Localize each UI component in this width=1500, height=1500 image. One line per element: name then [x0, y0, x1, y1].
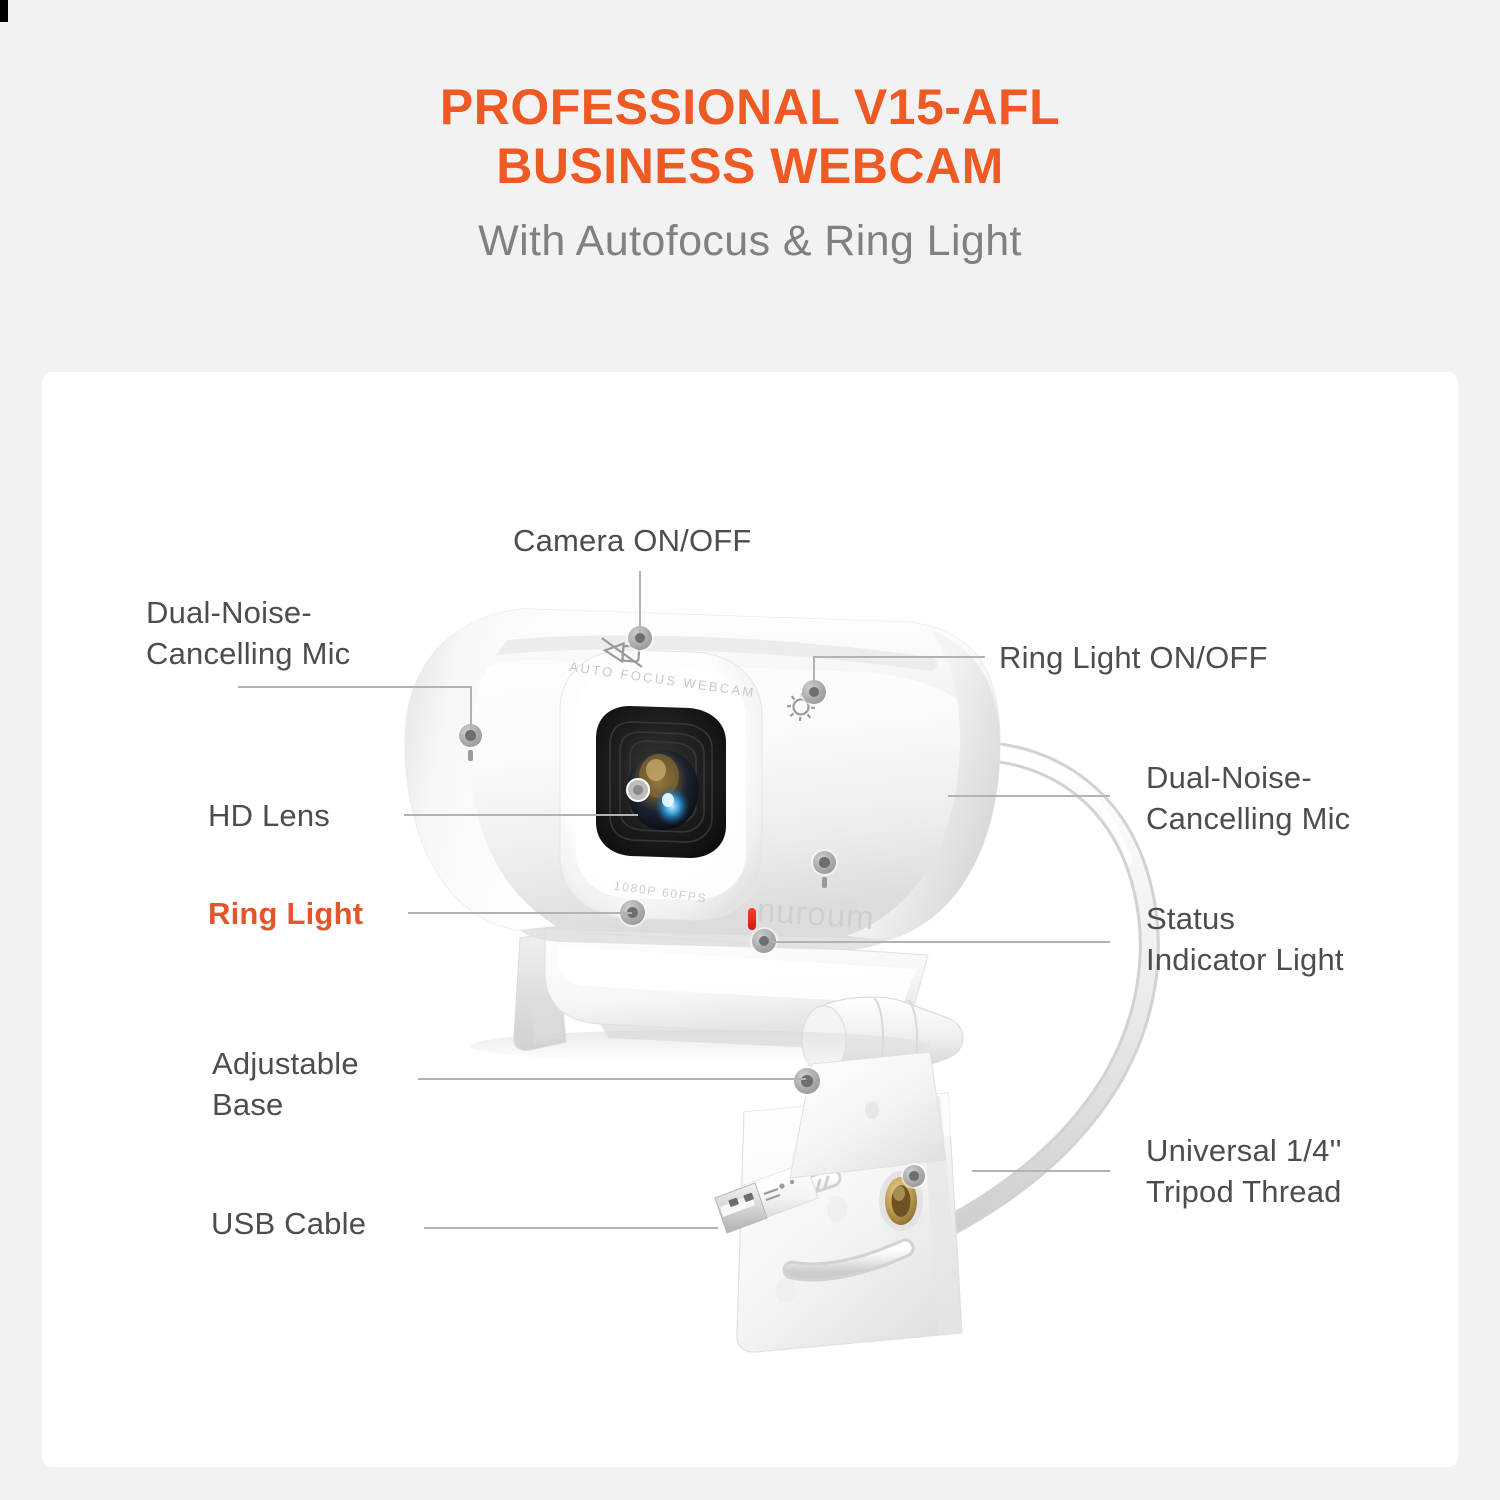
callout-ring-light-on-off: Ring Light ON/OFF	[999, 640, 1268, 675]
title-line-1: PROFESSIONAL V15-AFL	[439, 79, 1061, 135]
mic-hole-left	[459, 724, 482, 747]
leader-dual-mic-left-v	[470, 686, 472, 730]
page-title: PROFESSIONAL V15-AFL BUSINESS WEBCAM	[440, 78, 1060, 195]
leader-dual-mic-right	[948, 795, 1110, 797]
leader-camera-on-off	[639, 571, 641, 633]
leader-ring-light-on-off-h	[813, 656, 985, 658]
leader-ring-light	[408, 912, 632, 914]
base-hinge-pivot	[794, 1068, 820, 1094]
callout-status-indicator: Status Indicator Light	[1146, 901, 1344, 978]
leader-adjustable-base	[418, 1078, 806, 1080]
callout-adjustable-base: Adjustable Base	[212, 1046, 359, 1123]
leader-hd-lens	[404, 814, 638, 816]
leader-dual-mic-left-h	[238, 686, 472, 688]
page-header: PROFESSIONAL V15-AFL BUSINESS WEBCAM Wit…	[0, 0, 1500, 372]
tripod-thread-point	[903, 1165, 925, 1187]
mic-slit-left	[468, 750, 473, 761]
callout-tripod-thread: Universal 1/4'' Tripod Thread	[1146, 1133, 1342, 1210]
leader-status-indicator	[772, 941, 1110, 943]
callout-dual-mic-left: Dual-Noise- Cancelling Mic	[146, 595, 351, 672]
callout-hd-lens: HD Lens	[208, 798, 331, 833]
leader-usb-cable	[424, 1227, 718, 1229]
callout-dual-mic-right: Dual-Noise- Cancelling Mic	[1146, 760, 1351, 837]
page-subtitle: With Autofocus & Ring Light	[478, 217, 1022, 265]
leader-ring-light-on-off-v	[813, 656, 815, 686]
callout-camera-on-off: Camera ON/OFF	[513, 523, 752, 558]
mic-slit-right	[822, 877, 827, 888]
leader-tripod-thread	[972, 1170, 1110, 1172]
callout-ring-light: Ring Light	[208, 896, 364, 931]
mic-hole-right	[813, 851, 836, 874]
title-line-2: BUSINESS WEBCAM	[496, 137, 1004, 194]
status-indicator-led	[748, 908, 756, 930]
callout-usb-cable: USB Cable	[211, 1206, 367, 1241]
